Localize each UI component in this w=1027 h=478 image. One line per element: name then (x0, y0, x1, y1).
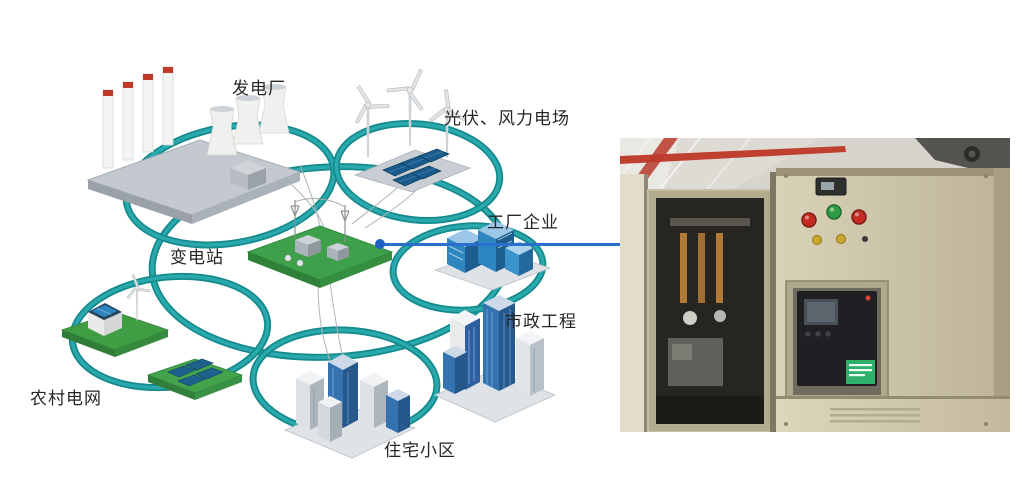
roof-beam-red (620, 146, 846, 164)
control-panel (776, 168, 1010, 432)
rural-solar-array-icon (167, 358, 224, 387)
vent-slots (830, 408, 920, 423)
ceiling (620, 138, 1010, 201)
cabinet-interior (656, 198, 764, 424)
indicator-lights (801, 204, 868, 245)
left-wall-panel (620, 174, 646, 432)
green-indicator (826, 204, 842, 220)
red-indicator-2 (851, 209, 867, 225)
substation-illustration (246, 198, 394, 288)
pylon-icon (290, 198, 350, 242)
open-cabinet (647, 189, 773, 432)
label-rural-grid: 农村电网 (30, 389, 102, 409)
transformer-icon (284, 235, 349, 267)
factory-buildings-icon (447, 221, 533, 276)
relay-led (865, 295, 871, 301)
connector-line (383, 243, 621, 246)
busbar-copper (680, 233, 687, 303)
wind-solar-illustration (353, 68, 472, 193)
red-indicator (801, 212, 817, 228)
network-rings (68, 119, 547, 438)
cabinet-frame-divider (770, 172, 778, 432)
solar-house-icon (88, 303, 122, 336)
selector-dot (862, 236, 868, 242)
insulator (683, 311, 697, 325)
small-wind-turbine-icon (126, 274, 151, 321)
amber-indicator (812, 235, 822, 245)
factory-illustration (433, 221, 552, 291)
label-municipal-engineering: 市政工程 (505, 312, 577, 332)
smokestacks-icon (102, 66, 174, 169)
residential-buildings-icon (296, 354, 410, 442)
label-power-plant: 发电厂 (232, 79, 286, 99)
cooling-towers-icon (206, 84, 290, 156)
municipal-buildings-icon (443, 295, 544, 396)
relay-window (785, 280, 889, 403)
solar-panel-icon (382, 148, 450, 187)
rural-illustration (60, 274, 244, 400)
grid-diagram: 发电厂 光伏、风力电场 工厂企业 变电站 市政工程 农村电网 住宅小区 (30, 66, 577, 461)
connector-dot (375, 239, 385, 249)
municipal-illustration (433, 295, 557, 423)
wind-turbine-icon (354, 68, 466, 158)
switchgear-photo (620, 138, 1010, 432)
label-residential-community: 住宅小区 (384, 441, 456, 461)
residential-illustration (283, 354, 417, 459)
relay-green-label (846, 360, 875, 384)
amber-indicator-2 (836, 234, 846, 244)
grid-diagram-canvas (60, 66, 557, 459)
power-plant-illustration (86, 66, 302, 224)
switchgear-photo-canvas (620, 138, 1010, 432)
label-factory-enterprise: 工厂企业 (487, 213, 559, 233)
label-solar-wind-farm: 光伏、风力电场 (444, 109, 570, 129)
label-substation: 变电站 (170, 248, 224, 268)
